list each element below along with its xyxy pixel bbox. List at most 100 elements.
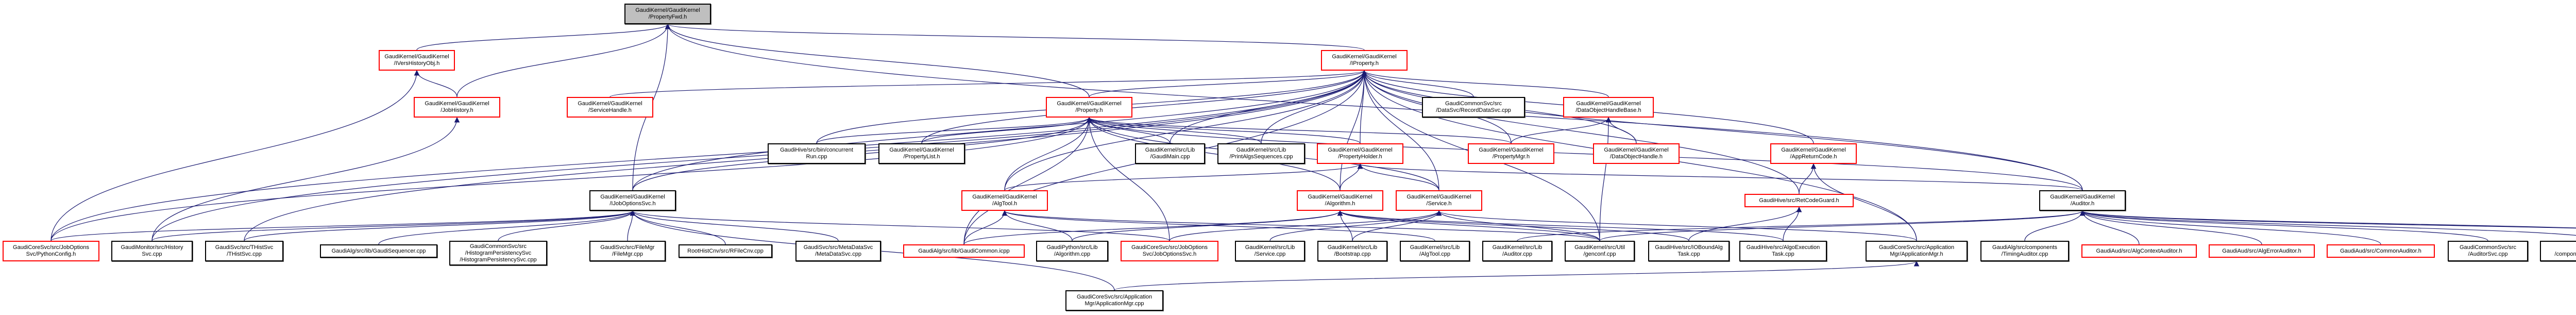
edge-algerroraud-to-auditor [2079,210,2262,245]
edge-algtoolcpp-to-algtool [1002,210,1435,241]
edge-auditor-to-root [665,23,2083,191]
graph-node-printalgs[interactable]: GaudiKernel/src/Lib /PrintAlgsSequences.… [1217,143,1305,164]
graph-node-histopersist[interactable]: GaudiCommonSvc/src /HistogramPersistency… [449,241,547,266]
graph-node-timingauditor[interactable]: GaudiAlg/src/components /TimingAuditor.c… [1980,241,2069,261]
graph-node-propertymgr[interactable]: GaudiKernel/GaudiKernel /PropertyMgr.h [1468,143,1554,164]
edge-pythonconfig-to-property [50,117,1092,241]
graph-node-servicecpp[interactable]: GaudiKernel/src/Lib /Service.cpp [1235,241,1305,261]
graph-node-rfilecnv[interactable]: RootHistCnv/src/RFileCnv.cpp [679,244,772,258]
graph-node-algtool[interactable]: GaudiKernel/GaudiKernel /AlgTool.h [961,190,1048,211]
graph-node-service[interactable]: GaudiKernel/GaudiKernel /Service.h [1396,190,1482,211]
edge-metadatasvc-to-ijoboptions [630,210,839,241]
edge-appmgrcpp-to-appmgrh [1114,260,1919,291]
edge-algorithm-to-propertyholder [1340,163,1363,191]
edge-genconf-to-dohbase [1599,117,1612,241]
graph-node-algorithm[interactable]: GaudiKernel/GaudiKernel /Algorithm.h [1297,190,1383,211]
edge-pyalgorithm-to-algtool [1002,210,1073,241]
graph-node-appmgrh[interactable]: GaudiCoreSvc/src/Application Mgr/Applica… [1866,241,1968,261]
edge-gaudicommon-to-property [963,117,1092,245]
graph-node-servicehandle[interactable]: GaudiKernel/GaudiKernel /ServiceHandle.h [567,97,653,118]
edge-retcodeguard-to-iproperty [1361,70,1800,194]
edge-googleaud-to-auditor [2079,210,2576,236]
edge-service-to-propertyholder [1357,163,1439,191]
edge-algoexec-to-algorithm [1337,210,1784,241]
graph-node-dohbase[interactable]: GaudiKernel/GaudiKernel /DataObjectHandl… [1563,97,1654,118]
graph-node-auditor[interactable]: GaudiKernel/GaudiKernel /Auditor.h [2039,190,2126,211]
edge-ijoboptions-to-iproperty [632,70,1367,191]
edge-timingauditor-to-auditor [2024,210,2086,241]
edge-jobhistory-to-root [456,23,671,97]
graph-node-algerroraud[interactable]: GaudiAud/src/AlgErrorAuditor.h [2209,244,2315,258]
edge-gaudicommon-to-algorithm [963,210,1343,245]
graph-node-recorddatasvc[interactable]: GaudiCommonSvc/src /DataSvc/RecordDataSv… [1422,97,1525,118]
edge-iproperty-to-root [665,23,1365,51]
graph-node-bootstrap[interactable]: GaudiKernel/src/Lib /Bootstrap.cpp [1317,241,1387,261]
edge-propertylist-to-iproperty [921,70,1367,144]
edge-dohbase-to-iproperty [1361,70,1609,97]
edge-servicecpp-to-service [1269,210,1442,241]
graph-node-algtoolcpp[interactable]: GaudiKernel/src/Lib /AlgTool.cpp [1400,241,1470,261]
edge-algoexec-to-retcodeguard [1783,206,1802,241]
graph-node-iproperty[interactable]: GaudiKernel/GaudiKernel /IProperty.h [1321,50,1408,71]
edge-intelaud-to-auditor [2080,210,2576,228]
edge-concurrentrun-to-property [816,117,1092,144]
edge-algcontextaud-to-auditor [2079,210,2140,245]
graph-node-appmgrcpp[interactable]: GaudiCoreSvc/src/Application Mgr/Applica… [1065,290,1163,311]
graph-node-propertylist[interactable]: GaudiKernel/GaudiKernel /PropertyList.h [878,143,965,164]
edge-algtool-to-property [1004,117,1092,191]
graph-node-commonaud[interactable]: GaudiAud/src/CommonAuditor.h [2327,244,2435,258]
edge-ioboundalg-to-algorithm [1337,210,1689,241]
graph-node-pythonconfig[interactable]: GaudiCoreSvc/src/JobOptions Svc/PythonCo… [3,241,99,261]
graph-node-concurrentrun[interactable]: GaudiHive/src/bin/concurrent Run.cpp [768,143,866,164]
graph-node-root[interactable]: GaudiKernel/GaudiKernel /PropertyFwd.h [624,4,711,24]
edge-propertymgr-to-property [1086,117,1512,144]
edge-appmgrh-to-service [1436,210,1917,241]
edge-jobhistory-to-ivershist [414,70,457,97]
graph-node-auditorsvc[interactable]: GaudiCommonSvc/src /AuditorSvc.cpp [2448,241,2528,261]
edge-genconf-to-auditor [1599,210,2086,241]
edge-bootstrap-to-algorithm [1337,210,1353,241]
graph-node-dohandle[interactable]: GaudiKernel/GaudiKernel /DataObjectHandl… [1593,143,1680,164]
edge-auditorsvc-to-auditor [2079,210,2488,241]
edge-rfilecnv-to-ijoboptions [630,210,726,245]
graph-node-algcontextaud[interactable]: GaudiAud/src/AlgContextAuditor.h [2081,244,2197,258]
graph-node-property[interactable]: GaudiKernel/GaudiKernel /Property.h [1046,97,1132,118]
graph-node-appreturncode[interactable]: GaudiKernel/GaudiKernel /AppReturnCode.h [1770,143,1857,164]
graph-node-metadatasvc[interactable]: GaudiSvc/src/MetaDataSvc /MetaDataSvc.cp… [795,241,881,261]
edge-ivershist-to-root [416,23,671,51]
graph-node-retcodeguard[interactable]: GaudiHive/src/RetCodeGuard.h [1744,194,1854,207]
edge-genconf-to-algorithm [1337,210,1600,241]
graph-node-ijoboptions[interactable]: GaudiKernel/GaudiKernel /IJobOptionsSvc.… [589,190,676,211]
edge-historysvc-to-jobhistory [151,117,460,241]
graph-node-filemgr[interactable]: GaudiSvc/src/FileMgr /FileMgr.cpp [589,241,666,261]
edge-auditorcpp-to-auditor [1517,210,2086,241]
graph-node-algoexec[interactable]: GaudiHive/src/AlgoExecution Task.cpp [1739,241,1827,261]
edge-perfmonaud-to-auditor [2080,210,2576,229]
graph-node-ioboundalg[interactable]: GaudiHive/src/IOBoundAlg Task.cpp [1648,241,1730,261]
graph-node-gaudisequencer[interactable]: GaudiAlg/src/lib/GaudiSequencer.cpp [320,244,437,258]
graph-node-jobhistory[interactable]: GaudiKernel/GaudiKernel /JobHistory.h [414,97,500,118]
edge-printalgs-to-iproperty [1261,70,1367,144]
edge-joboptionssvc-to-ijoboptions [630,210,1170,241]
edge-algorithm-to-property [1086,117,1341,191]
graph-node-thistsvc[interactable]: GaudiSvc/src/THistSvc /THistSvc.cpp [205,241,283,261]
edge-algorithm-to-iproperty [1340,70,1367,191]
graph-node-pyalgorithm[interactable]: GaudiPython/src/Lib /Algorithm.cpp [1036,241,1108,261]
graph-node-auditorcpp[interactable]: GaudiKernel/src/Lib /Auditor.cpp [1482,241,1552,261]
graph-node-googleaud[interactable]: GaudiProfiling/src /component/google/Goo… [2540,241,2576,261]
edge-servicehandle-to-iproperty [609,70,1367,97]
graph-node-genconf[interactable]: GaudiKernel/src/Util /genconf.cpp [1565,241,1635,261]
graph-node-joboptionssvc[interactable]: GaudiCoreSvc/src/JobOptions Svc/JobOptio… [1121,241,1218,261]
graph-node-ivershist[interactable]: GaudiKernel/GaudiKernel /IVersHistoryObj… [379,50,455,71]
graph-node-propertyholder[interactable]: GaudiKernel/GaudiKernel /PropertyHolder.… [1317,143,1403,164]
edge-thistsvc-to-ijoboptions [244,210,636,241]
graph-node-gaudimain[interactable]: GaudiKernel/src/Lib /GaudiMain.cpp [1135,143,1205,164]
graph-node-historysvc[interactable]: GaudiMonitor/src/History Svc.cpp [111,241,193,261]
edge-printalgs-to-property [1086,117,1262,144]
edge-appmgrh-to-appreturncode [1810,163,1917,241]
edge-propertyholder-to-property [1086,117,1361,144]
graph-node-gaudicommon[interactable]: GaudiAlg/src/lib/GaudiCommon.icpp [903,244,1025,258]
edge-historysvc-to-ijoboptions [151,210,636,241]
edge-algtool-to-iproperty [1004,70,1367,191]
